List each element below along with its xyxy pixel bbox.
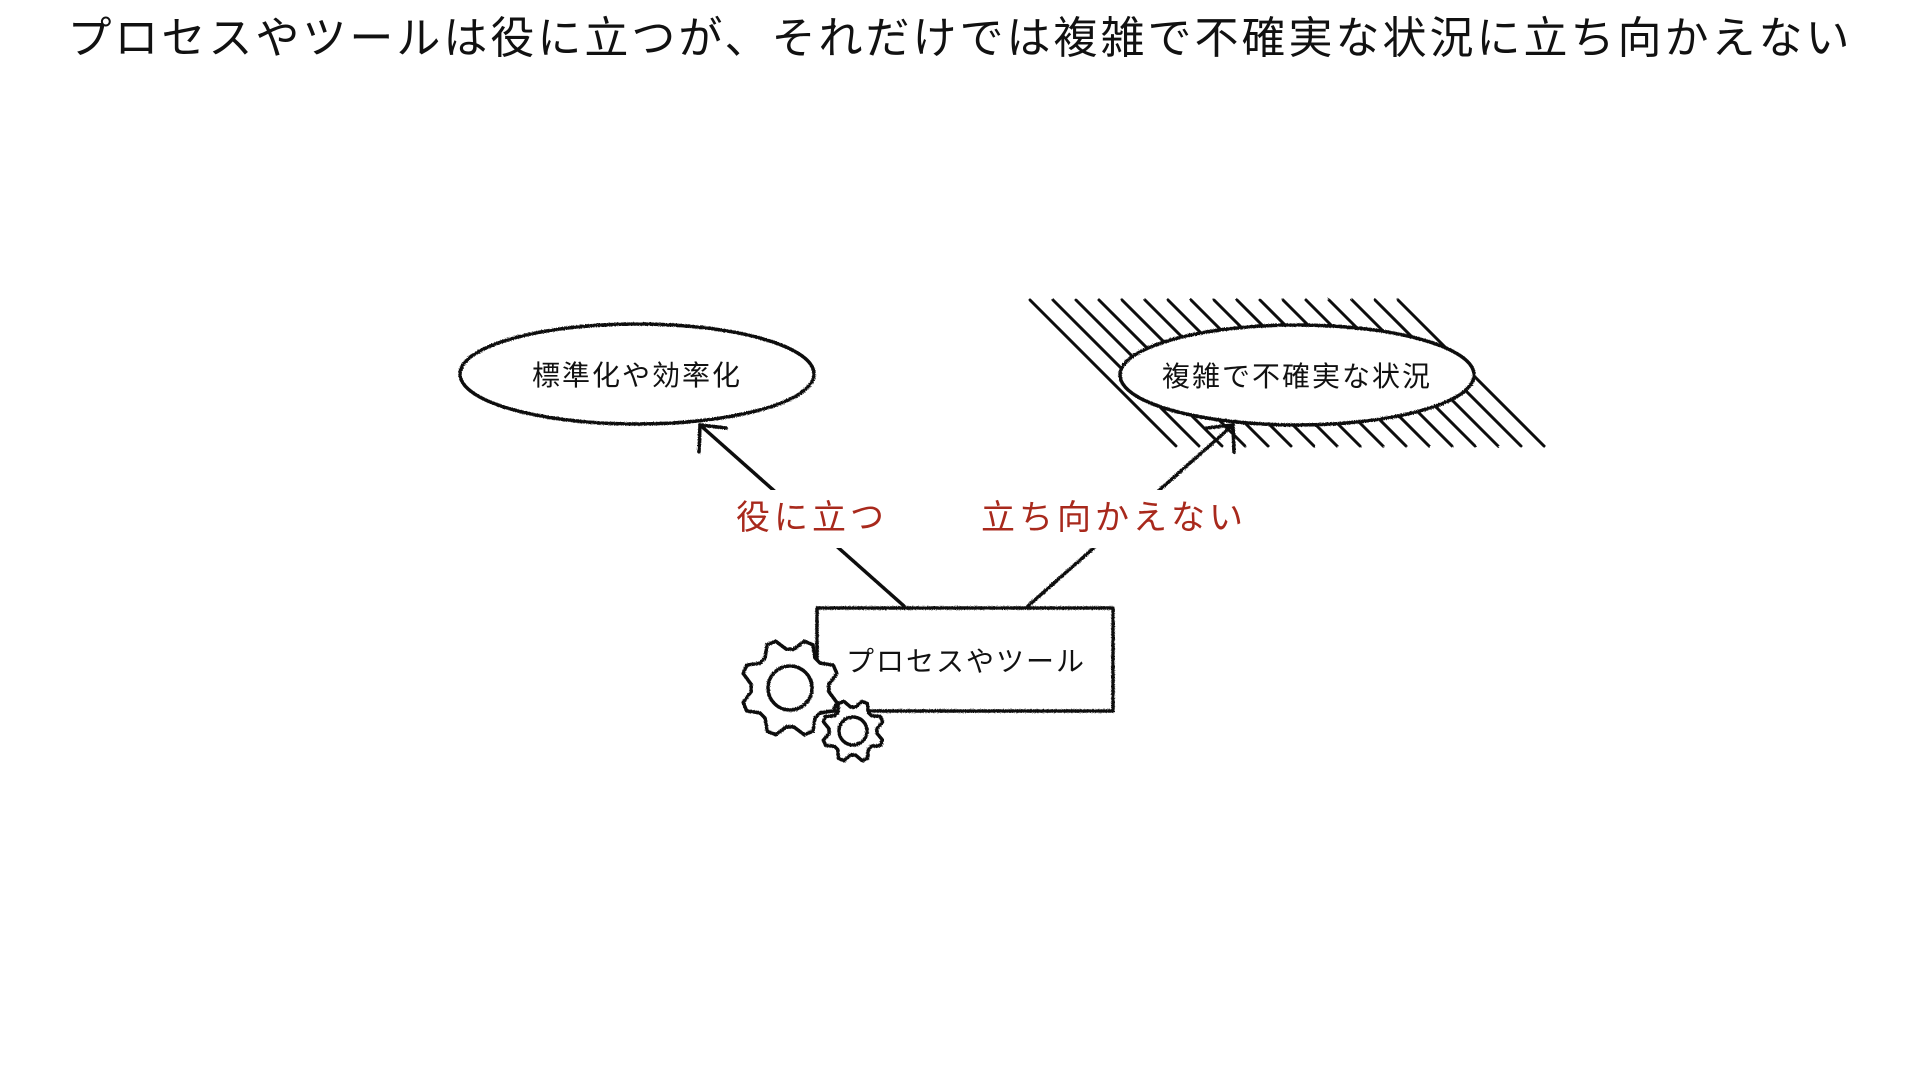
hatch-line [1028,298,1178,448]
node-standardization-label: 標準化や効率化 [532,359,742,392]
node-tools [815,606,1115,713]
node-complexity-label: 複雑で不確実な状況 [1162,360,1432,393]
edge-cannot-face-mask [985,490,1243,548]
edge-cannot-face-label: 立ち向かえない [981,498,1247,538]
gears-icon [741,639,885,763]
node-tools-label: プロセスやツール [846,645,1086,678]
edge-useful-mask [735,490,885,548]
node-complexity [1118,323,1476,427]
edge-useful-label: 役に立つ [736,498,888,538]
node-standardization [458,322,816,426]
page-title: プロセスやツールは役に立つが、それだけでは複雑で不確実な状況に立ち向かえない [67,13,1853,64]
